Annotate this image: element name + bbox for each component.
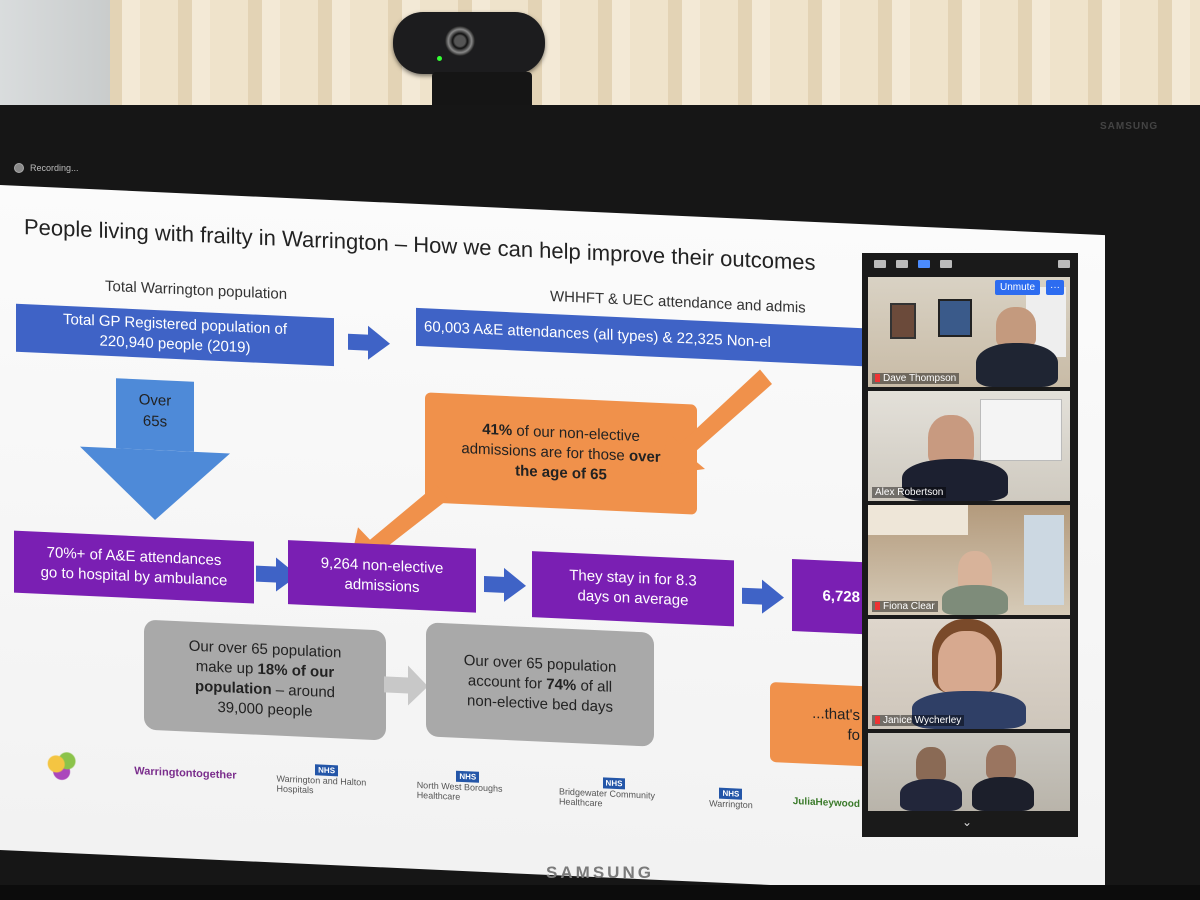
participant-face (986, 745, 1016, 779)
recording-indicator: Recording... (14, 163, 79, 173)
muted-mic-icon (875, 602, 880, 611)
attendances-text: 60,003 A&E attendances (all types) & 22,… (424, 318, 771, 351)
grid-view-icon[interactable] (940, 260, 952, 268)
partial-value: 6,728 (822, 587, 860, 606)
presentation-slide: People living with frailty in Warrington… (0, 185, 1105, 900)
monitor-bezel-bottom (0, 885, 1200, 900)
nwb-logo: NHS North West Boroughs Healthcare (417, 768, 519, 804)
admissions-line1: 9,264 non-elective (320, 554, 444, 577)
admissions-box: 9,264 non-elective admissions (288, 540, 476, 613)
monitor-logo: SAMSUNG (546, 863, 654, 882)
scroll-down-chevron-icon[interactable]: ⌄ (962, 815, 973, 829)
whh-logo: NHS Warrington and Halton Hospitals (277, 762, 377, 798)
partner-logo-icon (40, 748, 95, 788)
participant-body (912, 691, 1026, 729)
julia-heywood-logo: JuliaHeywood (792, 795, 860, 810)
view-toolbar (862, 253, 1078, 275)
participant-name: Alex Robertson (872, 487, 947, 498)
orange-bottom-box: ...that's fo (770, 681, 868, 767)
slide-title: People living with frailty in Warrington… (24, 214, 816, 276)
nwb-logo-text: North West Boroughs Healthcare (416, 779, 503, 802)
participant-name: Dave Thompson (872, 373, 960, 384)
orange-bottom-line1: ...that's (812, 704, 860, 724)
webcam-led (437, 56, 442, 61)
warrington-together-logo: Warringtontogether (134, 765, 237, 782)
participant-body (972, 777, 1034, 811)
window (1024, 515, 1064, 605)
muted-mic-icon (875, 374, 880, 383)
bch-logo: NHS Bridgewater Community Healthcare (559, 775, 669, 811)
whiteboard (980, 399, 1062, 461)
video-call-panel: Unmute ··· Dave Thompson Alex Robertson … (862, 253, 1078, 837)
muted-mic-icon (875, 716, 880, 725)
webcam-lens (445, 26, 475, 56)
minimize-view-icon[interactable] (874, 260, 886, 268)
participant-name: Fiona Clear (872, 601, 938, 612)
grey-left-l3a: population (194, 677, 272, 699)
participant-face (928, 415, 974, 465)
participant-face (938, 631, 996, 693)
orange-arrow-top-icon (660, 369, 772, 475)
wccg-logo: NHS Warrington (709, 787, 753, 810)
partner-logos: Warringtontogether NHS Warrington and Ha… (40, 747, 860, 824)
partial-box: 6,728 (792, 558, 868, 635)
down-arrow-icon: Over 65s (80, 377, 230, 524)
grey-arrow-icon (384, 665, 428, 706)
participant-name: Janice Wycherley (872, 715, 965, 726)
left-heading: Total Warrington population (105, 277, 288, 304)
more-options-button[interactable]: ··· (1046, 280, 1064, 295)
grey-right-l2b: 74% (546, 675, 577, 695)
wall-picture (890, 303, 916, 339)
recording-label: Recording... (30, 163, 79, 173)
participant-tile[interactable] (868, 733, 1070, 811)
ceiling (868, 505, 968, 535)
gallery-strip-icon[interactable] (918, 260, 930, 268)
participant-body (900, 779, 962, 811)
speaker-view-icon[interactable] (896, 260, 908, 268)
right-heading: WHHFT & UEC attendance and admis (550, 287, 806, 317)
participant-tile[interactable]: Unmute ··· Dave Thompson (868, 277, 1070, 387)
participant-face (958, 551, 992, 591)
participant-face (916, 747, 946, 781)
grey-right-l2c: of all (580, 677, 613, 696)
expand-icon[interactable] (1058, 260, 1070, 268)
monitor: SAMSUNG Recording... People living with … (0, 105, 1200, 900)
grey-left-l4: 39,000 people (217, 699, 313, 721)
population-box: Total GP Registered population of 220,94… (16, 303, 334, 367)
participant-tile[interactable]: Alex Robertson (868, 391, 1070, 501)
wall-picture (938, 299, 972, 337)
participant-body (942, 585, 1008, 615)
ambulance-box: 70%+ of A&E attendances go to hospital b… (14, 530, 254, 604)
arrow-right-icon (742, 579, 786, 615)
participant-face (996, 307, 1036, 347)
65s-label: 65s (142, 412, 168, 431)
grey-left-l2a: make up (195, 657, 254, 678)
bch-logo-text: Bridgewater Community Healthcare (558, 785, 655, 808)
grey-left-l2b: 18% of our (257, 660, 335, 681)
orange-bottom-line2: fo (847, 726, 860, 745)
participant-tile[interactable]: Fiona Clear (868, 505, 1070, 615)
whh-logo-text: Warrington and Halton Hospitals (276, 773, 367, 795)
participant-body (976, 343, 1058, 387)
grey-left-l3b: – around (275, 681, 336, 702)
grey-box-population: Our over 65 population make up 18% of ou… (144, 619, 386, 741)
participant-body (902, 459, 1008, 501)
record-icon (14, 163, 24, 173)
unmute-button[interactable]: Unmute (994, 280, 1040, 295)
arrow-right-icon (484, 567, 528, 603)
monitor-brand: SAMSUNG (1100, 121, 1159, 132)
grey-box-bed-days: Our over 65 population account for 74% o… (426, 622, 654, 747)
webcam (393, 12, 545, 74)
grey-right-l2a: account for (467, 672, 543, 693)
wall (0, 0, 110, 115)
admissions-line2: admissions (344, 575, 420, 597)
stay-line2: days on average (577, 587, 689, 610)
stay-box: They stay in for 8.3 days on average (532, 551, 734, 627)
wccg-logo-text: Warrington (709, 797, 753, 810)
participant-tile[interactable]: Janice Wycherley (868, 619, 1070, 729)
